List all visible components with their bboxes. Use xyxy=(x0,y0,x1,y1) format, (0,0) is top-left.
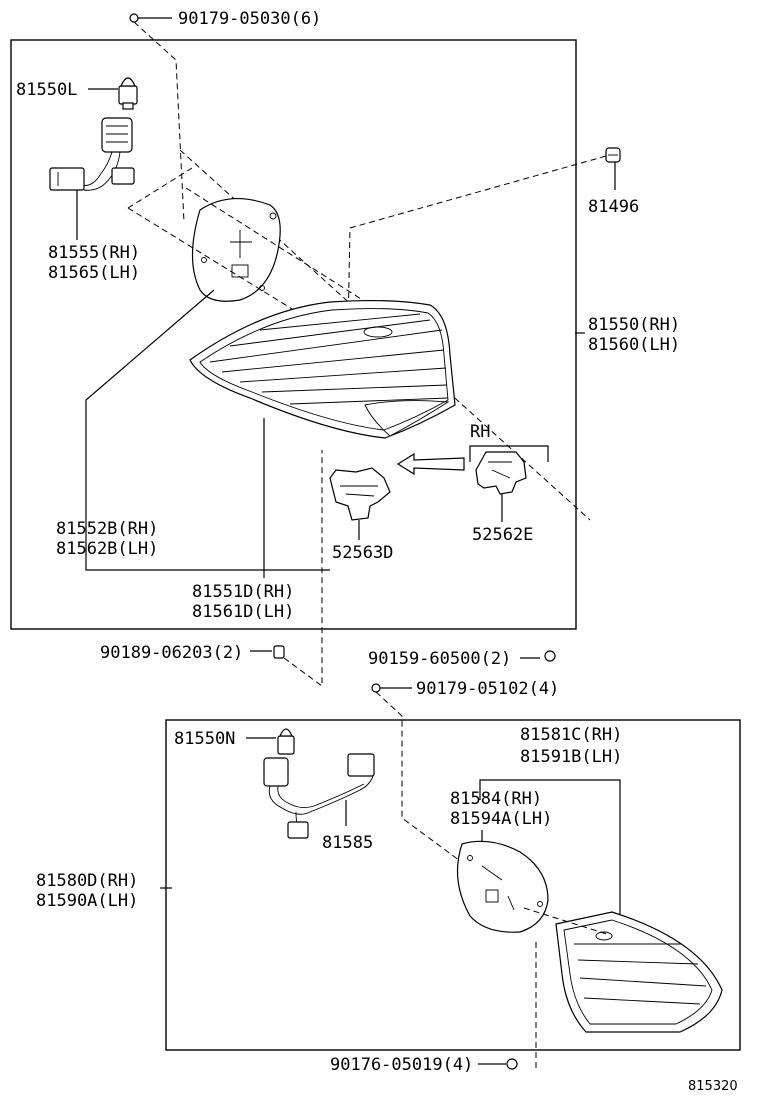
label-nut-mid: 90179-05102(4) xyxy=(416,679,559,699)
label-lamp-outer-rh: 81550(RH) xyxy=(588,315,680,335)
label-screw-right: 90159-60500(2) xyxy=(368,649,511,669)
upper-assembly-frame xyxy=(10,39,577,630)
label-socket-upper-lh: 81565(LH) xyxy=(48,263,140,283)
bolt-top-icon xyxy=(129,13,172,23)
bracket-rh-icon xyxy=(475,451,527,495)
bulb-lower-icon xyxy=(277,728,295,755)
label-inner-lamp-lh: 81591B(LH) xyxy=(520,747,622,767)
label-bracket-lh: 52563D xyxy=(332,543,393,563)
label-clip-81496: 81496 xyxy=(588,197,639,217)
label-lamp-outer-lh: 81560(LH) xyxy=(588,335,680,355)
clip-top-right-icon xyxy=(605,147,621,163)
bolt-bottom-icon xyxy=(506,1058,518,1070)
label-bolt-top: 90179-05030(6) xyxy=(178,9,321,29)
label-lens-lh: 81561D(LH) xyxy=(192,602,294,622)
label-rh-marker: RH xyxy=(470,422,490,442)
label-bolt-bottom: 90176-05019(4) xyxy=(330,1055,473,1075)
label-lamp-lower-lh: 81590A(LH) xyxy=(36,891,138,911)
lower-assembly-frame xyxy=(165,719,741,1051)
label-gasket-lh: 81562B(LH) xyxy=(56,539,158,559)
label-inner-lamp-rh: 81581C(RH) xyxy=(520,725,622,745)
socket-wire-upper-icon xyxy=(49,117,135,191)
inner-lamp-body-icon xyxy=(555,911,723,1033)
label-screw-left: 90189-06203(2) xyxy=(100,643,243,663)
label-wire-lower: 81585 xyxy=(322,833,373,853)
tail-lamp-outer-icon xyxy=(189,299,456,439)
label-cover-rh: 81584(RH) xyxy=(450,789,542,809)
nut-mid-icon xyxy=(371,683,381,693)
screw-right-icon xyxy=(544,650,556,662)
label-lamp-lower-rh: 81580D(RH) xyxy=(36,871,138,891)
cover-lower-icon xyxy=(456,840,549,933)
gasket-upper-icon xyxy=(191,197,281,302)
bulb-upper-icon xyxy=(118,77,138,110)
label-bulb-upper: 81550L xyxy=(16,80,77,100)
arrow-direction-icon xyxy=(396,452,465,476)
label-lens-rh: 81551D(RH) xyxy=(192,582,294,602)
label-socket-upper-rh: 81555(RH) xyxy=(48,243,140,263)
label-gasket-rh: 81552B(RH) xyxy=(56,519,158,539)
label-cover-lh: 81594A(LH) xyxy=(450,809,552,829)
diagram-reference-number: 815320 xyxy=(688,1079,738,1094)
label-bracket-rh: 52562E xyxy=(472,525,533,545)
bracket-lh-icon xyxy=(329,467,391,521)
label-bulb-lower: 81550N xyxy=(174,729,235,749)
wire-harness-lower-icon xyxy=(263,753,375,839)
screw-left-icon xyxy=(273,645,285,659)
